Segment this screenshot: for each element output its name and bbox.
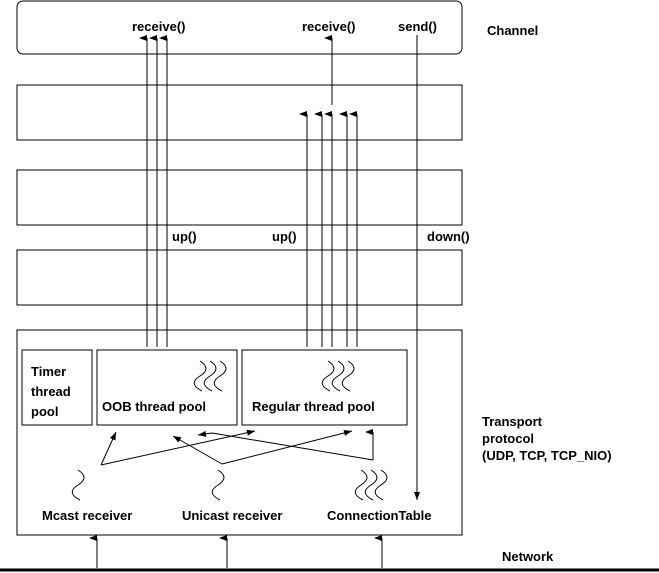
timer-pool-label-3: pool [31, 404, 58, 419]
receive-label-left: receive() [132, 19, 185, 34]
mcast-to-regular-arrow [100, 429, 256, 466]
timer-pool-label-2: thread [31, 384, 71, 399]
connection-table-threads-icon [354, 469, 388, 501]
transport-label-2: protocol [482, 431, 534, 446]
regular-thread-pool-box [241, 349, 408, 426]
protocol-layer-box-2 [16, 169, 463, 226]
receive-label-right: receive() [302, 19, 355, 34]
conn-to-oob-arrow [197, 430, 213, 437]
conn-to-oob-line [211, 432, 374, 461]
transport-box [16, 329, 463, 536]
protocol-layer-box-1 [16, 84, 463, 141]
channel-label: Channel [487, 23, 538, 38]
mcast-receiver-label: Mcast receiver [42, 508, 132, 523]
unicast-receiver-label: Unicast receiver [182, 508, 282, 523]
timer-thread-pool-box [21, 349, 93, 426]
network-label: Network [502, 549, 554, 564]
unicast-to-regular-arrow [221, 430, 353, 465]
down-label: down() [427, 229, 470, 244]
unicast-to-oob-arrow [172, 435, 223, 465]
unicast-thread-icon [211, 469, 225, 501]
oob-pool-label: OOB thread pool [102, 399, 206, 414]
transport-label-3: (UDP, TCP, TCP_NIO) [482, 448, 612, 463]
regular-threads-icon [321, 360, 355, 392]
connection-table-label: ConnectionTable [327, 508, 431, 523]
timer-pool-label-1: Timer [31, 364, 66, 379]
oob-threads-icon [193, 360, 227, 392]
up-label-left: up() [172, 229, 197, 244]
up-label-right: up() [272, 229, 297, 244]
transport-label-1: Transport [482, 414, 543, 429]
mcast-thread-icon [71, 469, 85, 501]
protocol-layer-box-3 [16, 249, 463, 306]
oob-thread-pool-box [96, 349, 238, 426]
send-label: send() [398, 19, 437, 34]
regular-pool-label: Regular thread pool [252, 399, 375, 414]
channel-box [16, 0, 463, 55]
mcast-to-oob-arrow [100, 431, 117, 466]
